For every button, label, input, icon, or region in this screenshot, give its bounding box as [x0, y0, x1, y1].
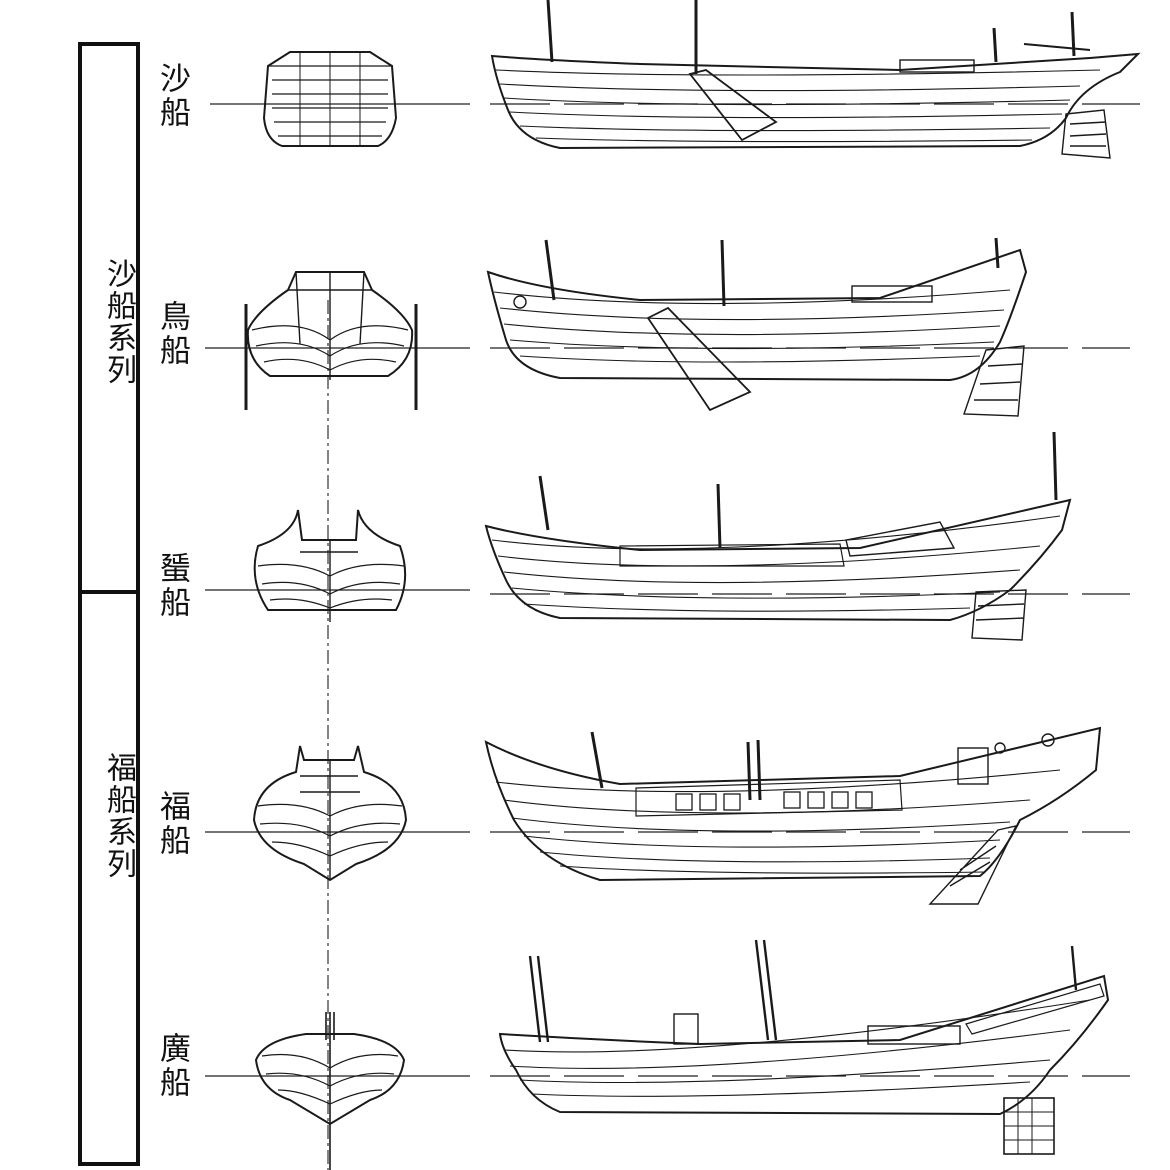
ship-label-guangchuan: 廣船 [154, 1032, 190, 1100]
ship-label-niaochuan: 鳥船 [154, 300, 190, 368]
guangchuan-side-view [498, 939, 1110, 1155]
niaochuan-side-view [486, 237, 1028, 417]
group-label-fuchuan-series: 福船系列 [101, 752, 136, 880]
guangchuan-end-view [254, 1012, 406, 1170]
group-frame [78, 42, 140, 1166]
shachuan-side-view [490, 0, 1141, 159]
niaochuan-end-view [244, 271, 418, 410]
ship-label-shachuan: 沙船 [154, 62, 190, 130]
fuchuan-side-view [484, 726, 1102, 905]
danchuan-end-view [253, 509, 407, 622]
ship-label-danchuan: 蜑船 [154, 552, 190, 620]
fuchuan-end-view [252, 745, 408, 882]
ship-label-fuchuan: 福船 [154, 790, 190, 858]
shachuan-end-view [262, 51, 398, 147]
group-label-shachuan-series: 沙船系列 [101, 258, 136, 386]
danchuan-side-view [484, 431, 1072, 641]
